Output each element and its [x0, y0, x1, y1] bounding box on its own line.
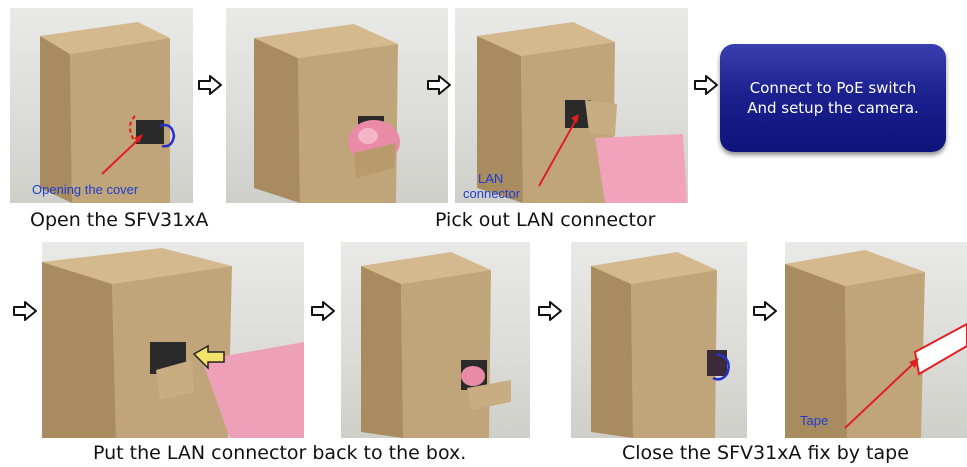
poe-setup-box: Connect to PoE switch And setup the came…	[720, 44, 946, 152]
photo-lan-connector	[455, 8, 688, 203]
box-illustration	[591, 252, 730, 438]
step-arrow-icon	[12, 300, 38, 322]
lan-note-line1: LAN	[478, 171, 504, 186]
box-illustration	[42, 248, 304, 438]
step-arrow-icon	[537, 300, 563, 322]
box-illustration	[40, 22, 176, 203]
step-arrow-icon	[426, 74, 452, 96]
lan-note-line2: connector	[463, 186, 521, 201]
caption-open: Open the SFV31xA	[30, 209, 209, 231]
opening-cover-note: Opening the cover	[32, 182, 139, 197]
photo-connector-in-box	[341, 242, 530, 438]
box-illustration	[254, 24, 400, 203]
poe-line2: And setup the camera.	[747, 99, 919, 117]
photo-close-cover	[571, 242, 747, 438]
box-illustration	[785, 250, 967, 438]
step-arrow-icon	[693, 74, 719, 96]
tape-note: Tape	[800, 413, 829, 428]
caption-put-back: Put the LAN connector back to the box.	[93, 442, 467, 464]
photo-open-cover	[10, 8, 193, 203]
photo-tape	[785, 242, 967, 438]
poe-line1: Connect to PoE switch	[749, 79, 917, 97]
photo-wrap-pulled	[226, 8, 448, 203]
box-illustration	[361, 252, 511, 438]
step-arrow-icon	[752, 300, 778, 322]
step-arrow-icon	[310, 300, 336, 322]
caption-pick-out: Pick out LAN connector	[435, 209, 656, 231]
photo-put-back	[42, 242, 304, 438]
box-illustration	[477, 22, 687, 203]
caption-close-tape: Close the SFV31xA fix by tape	[622, 442, 909, 464]
step-arrow-icon	[197, 74, 223, 96]
